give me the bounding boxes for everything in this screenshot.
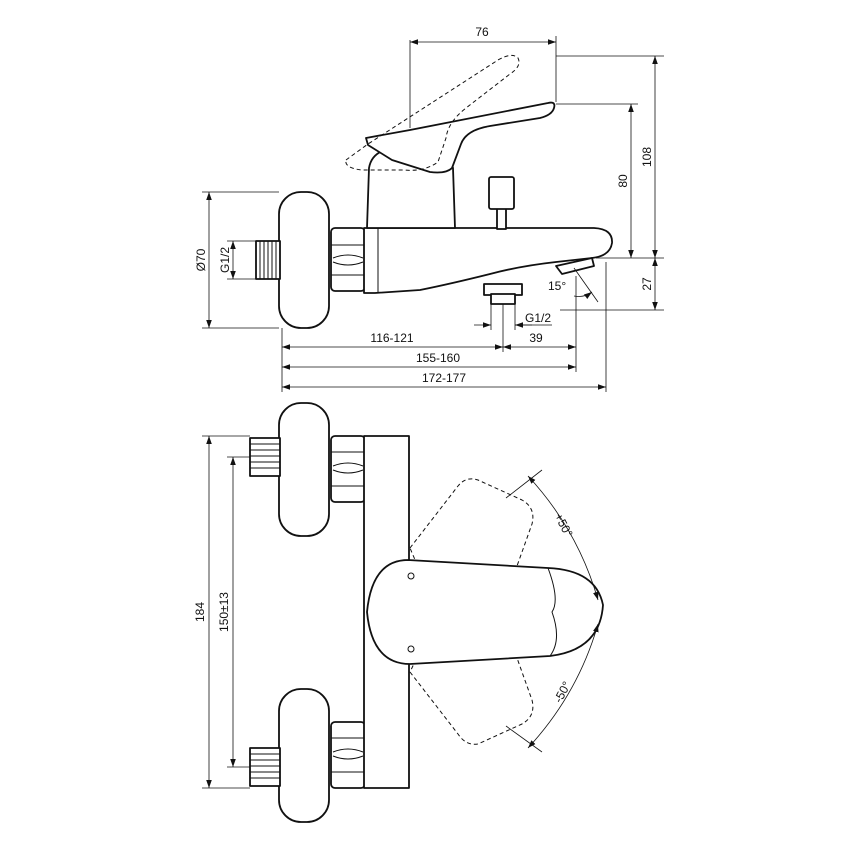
dim-plus-50: +50° (551, 511, 575, 540)
dim-outlet-g12: G1/2 (525, 311, 551, 325)
dim-108: 108 (640, 147, 654, 167)
mixer-body (363, 227, 613, 294)
dim-76: 76 (475, 25, 489, 39)
upper-hex-nut (330, 435, 366, 503)
lever-handle-top (366, 559, 604, 665)
upper-inlet-thread (249, 437, 281, 477)
dim-inlet-g12: G1/2 (218, 247, 232, 273)
dim-angle-15: 15° (548, 279, 566, 293)
spout-aerator (555, 257, 595, 275)
dim-172-177: 172-177 (422, 371, 466, 385)
dim-155-160: 155-160 (416, 351, 460, 365)
lever-rivet-bottom (407, 645, 415, 653)
lever-handle-raised (345, 54, 520, 171)
hex-nut (330, 227, 366, 292)
lower-hex-nut (330, 721, 366, 789)
outlet-fitting (483, 283, 523, 305)
dim-184: 184 (193, 602, 207, 622)
swing-arc-minus (527, 623, 599, 749)
lever-handle (365, 101, 556, 174)
diverter-knob (488, 176, 515, 230)
lower-wall-cover (278, 688, 330, 823)
dim-39: 39 (529, 331, 543, 345)
dim-minus-50: -50° (551, 679, 574, 705)
dim-80: 80 (616, 174, 630, 188)
dim-150-13: 150±13 (217, 592, 231, 632)
lower-inlet-thread (249, 747, 281, 787)
dim-27: 27 (640, 277, 654, 291)
top-view: +50° -50° 184 150±13 (193, 402, 604, 823)
upper-wall-cover (278, 402, 330, 537)
dim-diameter-70: Ø70 (194, 248, 208, 271)
side-view: 76 108 80 27 Ø70 G1/2 G1/2 (194, 25, 664, 392)
swing-arc-plus (527, 475, 599, 601)
inlet-thread-stub (255, 240, 281, 280)
lever-rivet-top (407, 572, 415, 580)
wall-cover-disc (278, 191, 330, 329)
dim-116-121: 116-121 (370, 331, 413, 345)
